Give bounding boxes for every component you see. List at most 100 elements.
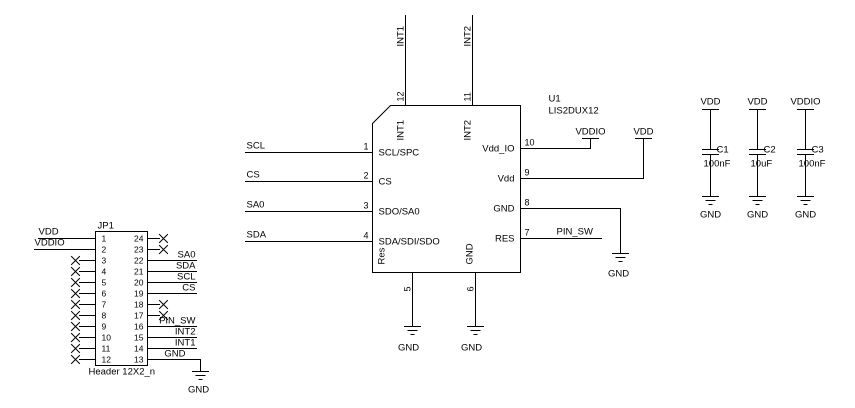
ic-pin-name-res-bottom: Res xyxy=(377,247,388,264)
no-connect-marks xyxy=(70,233,169,365)
header-pin-number: 14 xyxy=(134,344,144,354)
rail-label-vdd: VDD xyxy=(747,97,767,108)
net-label-int2-top: INT2 xyxy=(463,26,474,47)
header-refdes: JP1 xyxy=(98,221,114,232)
ic-pin-name-sdo-sa0: SDO/SA0 xyxy=(379,207,420,218)
ic-pin-name-vdd: Vdd xyxy=(498,174,515,185)
header-pin-number: 22 xyxy=(134,256,144,266)
net-label-cs: CS xyxy=(182,283,195,294)
header-body xyxy=(95,231,148,366)
gnd-symbol xyxy=(702,196,719,205)
capacitor-value: 100nF xyxy=(704,159,731,170)
net-label-int1-top: INT1 xyxy=(396,26,407,47)
header-jp1: JP1 Header 12X2_n 1 2 3 4 5 6 7 8 9 10 1… xyxy=(34,221,209,396)
pin-number-5: 5 xyxy=(403,286,413,291)
header-pin-number: 9 xyxy=(102,322,107,332)
ic-pin-name-int2: INT2 xyxy=(463,120,474,141)
net-label-sda: SDA xyxy=(176,261,196,272)
ic-power-symbols: VDDIO VDD GND GND GND xyxy=(398,127,654,354)
gnd-label: GND xyxy=(608,269,629,280)
pin-number-4: 4 xyxy=(363,231,368,241)
ic-pin-name-res: RES xyxy=(495,234,515,245)
capacitor-refdes: C2 xyxy=(764,145,776,156)
header-pin-number: 5 xyxy=(102,278,107,288)
net-label-scl: SCL xyxy=(177,272,195,283)
net-label-pin-sw: PIN_SW xyxy=(557,227,593,238)
capacitor-symbol xyxy=(749,109,766,197)
ic-pin-name-cs: CS xyxy=(379,177,392,188)
gnd-symbol xyxy=(749,196,766,205)
capacitor-value: 100nF xyxy=(799,159,826,170)
header-pin-number: 10 xyxy=(102,333,112,343)
header-pin-number: 8 xyxy=(102,311,107,321)
rail-label-vdd: VDD xyxy=(633,127,653,138)
capacitor-symbol xyxy=(797,109,814,197)
header-pin-number: 4 xyxy=(102,267,107,277)
header-pin-number: 11 xyxy=(102,344,111,354)
gnd-label: GND xyxy=(747,210,768,221)
gnd-symbol xyxy=(192,371,209,380)
gnd-symbol xyxy=(467,326,484,335)
pin-number-10: 10 xyxy=(525,138,535,148)
gnd-label: GND xyxy=(461,343,482,354)
header-pin-number: 24 xyxy=(134,234,144,244)
ic-pin-name-gnd-bottom: GND xyxy=(465,243,476,264)
rail-label-vddio: VDDIO xyxy=(790,97,820,108)
ic-part-number: LIS2DUX12 xyxy=(549,106,599,117)
net-label-scl: SCL xyxy=(247,141,265,152)
header-pin-number: 20 xyxy=(134,278,144,288)
net-label-pin-sw: PIN_SW xyxy=(159,316,195,327)
header-pin-number: 12 xyxy=(102,355,112,365)
header-pin-number: 2 xyxy=(102,245,107,255)
pin-number-6: 6 xyxy=(466,286,476,291)
gnd-label: GND xyxy=(700,210,721,221)
capacitor-c3: VDDIO C3 100nF GND xyxy=(790,97,825,221)
net-label-sa0: SA0 xyxy=(178,250,196,261)
pin-number-8: 8 xyxy=(525,198,530,208)
gnd-symbol xyxy=(404,326,421,335)
gnd-label: GND xyxy=(188,385,209,396)
pin-number-9: 9 xyxy=(525,168,530,178)
ic-pin-name-scl-spc: SCL/SPC xyxy=(379,148,420,159)
header-pin-number: 6 xyxy=(102,289,107,299)
net-label-sa0: SA0 xyxy=(247,200,265,211)
net-label-int2: INT2 xyxy=(175,327,196,338)
ic-body xyxy=(372,105,521,273)
ic-pin-wires xyxy=(245,15,644,327)
ic-pin-name-int1: INT1 xyxy=(396,120,407,141)
rail-label-vdd: VDD xyxy=(700,97,720,108)
header-pin-number: 1 xyxy=(102,234,107,244)
header-pin-number: 17 xyxy=(134,311,144,321)
net-label-cs: CS xyxy=(247,170,260,181)
net-label-int1: INT1 xyxy=(175,338,196,349)
gnd-symbol xyxy=(797,196,814,205)
pin-number-3: 3 xyxy=(363,201,368,211)
ic-pin-name-sda-sdi-sdo: SDA/SDI/SDO xyxy=(379,237,440,248)
ic-pin-name-vdd-io: Vdd_IO xyxy=(482,144,514,155)
header-pin-number: 19 xyxy=(134,289,144,299)
header-pin-number: 16 xyxy=(134,322,144,332)
header-pin-number: 7 xyxy=(102,300,107,310)
header-pin-number: 15 xyxy=(134,333,144,343)
pin-number-12: 12 xyxy=(396,91,406,101)
ic-refdes: U1 xyxy=(549,94,561,105)
gnd-label: GND xyxy=(795,210,816,221)
capacitor-symbol xyxy=(702,109,719,197)
capacitor-refdes: C1 xyxy=(717,145,729,156)
pin-number-2: 2 xyxy=(363,171,368,181)
rail-label-vddio: VDDIO xyxy=(575,127,605,138)
capacitor-c2: VDD C2 10uF GND xyxy=(747,97,776,221)
net-label-vdd: VDD xyxy=(39,227,59,238)
capacitor-refdes: C3 xyxy=(812,145,824,156)
header-pin-number: 13 xyxy=(134,355,144,365)
gnd-symbol xyxy=(612,253,629,262)
ic-lis2dux12: SCL CS SA0 SDA 1 2 3 4 SCL/SPC CS SDO/SA… xyxy=(245,15,644,327)
header-pin-number: 23 xyxy=(134,245,144,255)
pin-number-11: 11 xyxy=(463,92,473,101)
capacitor-value: 10uF xyxy=(751,159,773,170)
gnd-label: GND xyxy=(398,343,419,354)
net-label-gnd: GND xyxy=(164,349,185,360)
header-part-number: Header 12X2_n xyxy=(89,367,156,378)
